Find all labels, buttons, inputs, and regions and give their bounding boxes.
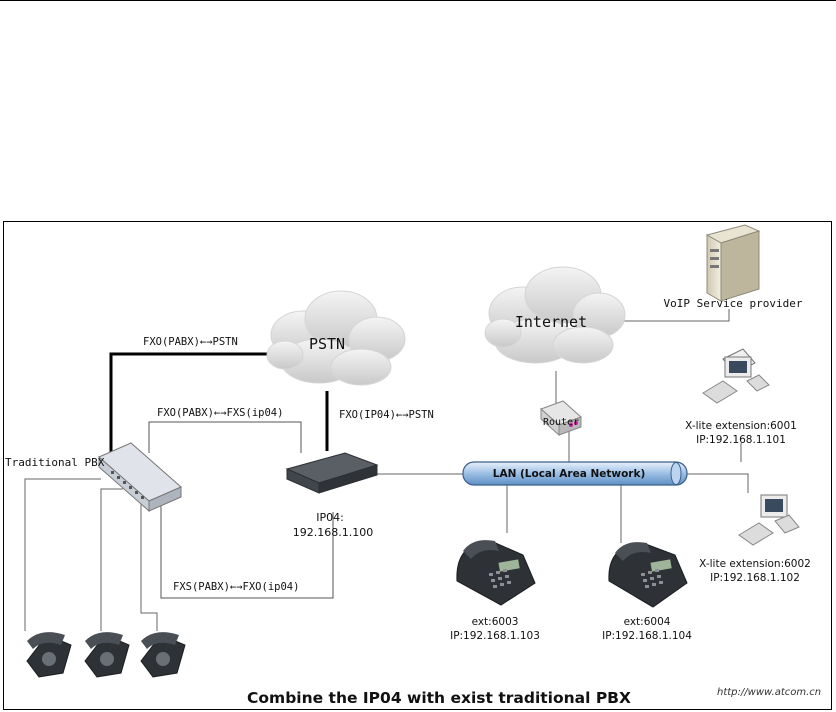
analog-phone1-icon (26, 632, 72, 678)
ip04-device-icon (285, 452, 379, 494)
watermark-url: http://www.atcom.cn (717, 687, 821, 698)
pc1-ext-label: X-lite extension:6001 (685, 420, 797, 432)
pc2-ext-label: X-lite extension:6002 (699, 558, 811, 570)
router-label: Router (543, 417, 579, 428)
connection-lines (24, 309, 749, 631)
analog-phone2-icon (84, 632, 130, 678)
pbx-pstn-line (109, 352, 271, 453)
link-fxo-ip04-pstn-label: FXO(IP04)←→PSTN (339, 409, 434, 421)
desk-phone1-icon (456, 540, 536, 606)
pbx-phone2-line (100, 488, 123, 631)
link-fxo-pabx-pstn-label: FXO(PABX)←→PSTN (143, 336, 238, 348)
pc2-computer-icon (738, 494, 800, 546)
pc2-ip-label: IP:192.168.1.102 (710, 572, 800, 584)
internet-voip-line (615, 309, 730, 322)
phone1-ext-label: ext:6003 (472, 616, 519, 628)
ip04-ip-label: 192.168.1.100 (293, 526, 373, 539)
pc1-ip-label: IP:192.168.1.101 (696, 434, 786, 446)
pbx-ip04-fxo-line (160, 506, 334, 599)
voip-server-icon (705, 224, 761, 302)
pbx-ip04-fxs-line (148, 421, 302, 453)
pstn-cloud-icon: PSTN (266, 290, 406, 386)
lan-bus (462, 461, 688, 486)
pstn-label: PSTN (309, 335, 345, 353)
internet-label: Internet (515, 313, 587, 331)
lan-pc2-line (687, 473, 749, 493)
lan-label: LAN (Local Area Network) (493, 468, 646, 480)
link-fxs-pabx-fxo-ip04-label: FXS(PABX)←→FXO(ip04) (173, 581, 299, 593)
router-icon (540, 400, 582, 437)
traditional-pbx-icon (98, 442, 182, 513)
link-fxo-pabx-fxs-ip04-label: FXO(PABX)←→FXS(ip04) (157, 407, 283, 419)
ip04-name-label: IP04: (316, 511, 344, 524)
internet-cloud-icon: Internet (484, 266, 626, 364)
traditional-pbx-label: Traditional PBX (5, 456, 105, 469)
network-diagram: PSTN Internet VoIP Service provider Rout… (3, 221, 832, 710)
phone2-ip-label: IP:192.168.1.104 (602, 630, 692, 642)
desk-phone2-icon (608, 542, 688, 608)
analog-phone3-icon (140, 632, 186, 678)
phone1-ip-label: IP:192.168.1.103 (450, 630, 540, 642)
pbx-phone1-line (24, 478, 101, 631)
diagram-border (3, 221, 832, 710)
diagram-title: Combine the IP04 with exist traditional … (247, 689, 631, 707)
phone2-ext-label: ext:6004 (624, 616, 671, 628)
top-rule (0, 0, 836, 1)
voip-provider-label: VoIP Service provider (663, 297, 802, 310)
pc1-computer-icon (702, 348, 770, 404)
pbx-phone3-line (140, 496, 158, 631)
